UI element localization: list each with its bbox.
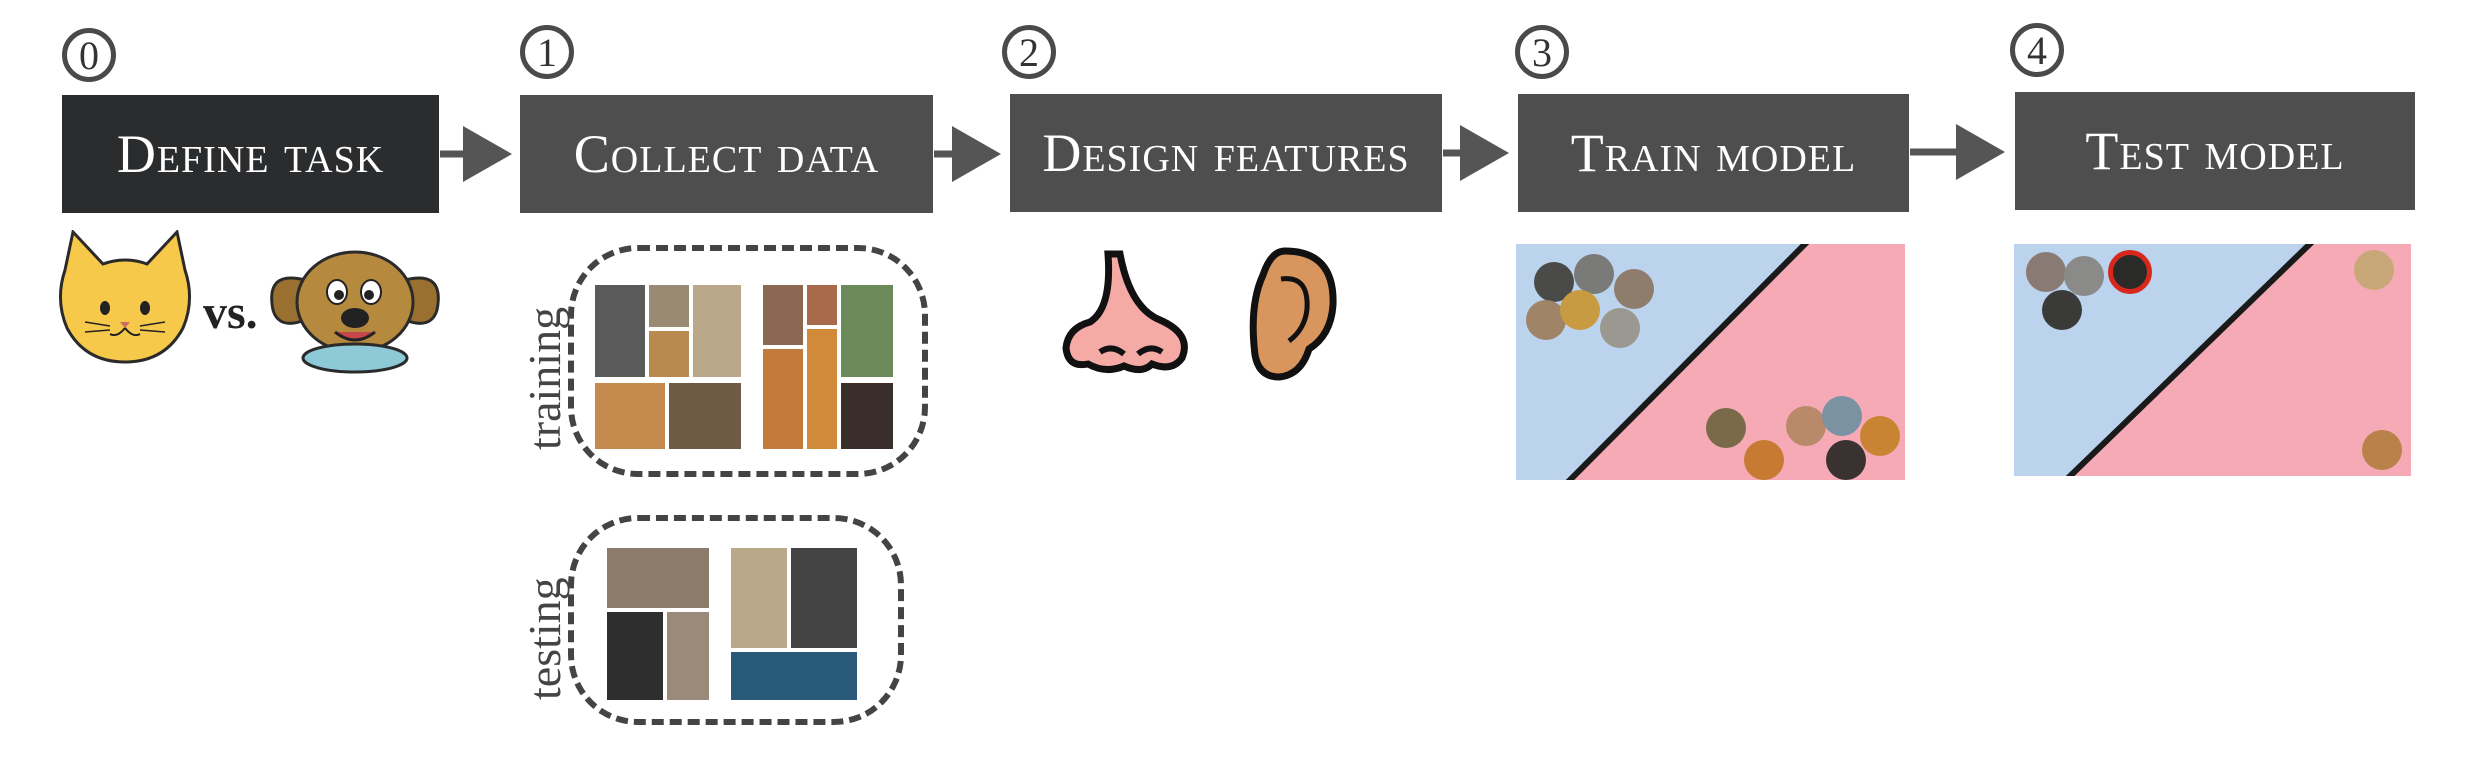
stage-label: Train model bbox=[1570, 123, 1857, 183]
cat-sample bbox=[1600, 308, 1640, 348]
dog-icon bbox=[270, 250, 440, 374]
decision-boundary bbox=[2065, 244, 2315, 476]
stage-train-model: Train model bbox=[1518, 94, 1909, 212]
cat-icon bbox=[59, 230, 191, 364]
stage-test-model: Test model bbox=[2015, 92, 2415, 210]
testing-photos bbox=[607, 548, 857, 700]
test-model-panel bbox=[2014, 244, 2411, 476]
testing-set-outline bbox=[568, 515, 904, 725]
ear-icon bbox=[1249, 247, 1337, 381]
step-number-2: 2 bbox=[1002, 25, 1056, 79]
cat-sample bbox=[1526, 300, 1566, 340]
cat-sample bbox=[1614, 269, 1654, 309]
stage-label: Design features bbox=[1042, 123, 1410, 183]
stage-label: Collect data bbox=[573, 124, 880, 184]
dog-sample bbox=[1744, 440, 1784, 480]
training-photos bbox=[595, 285, 893, 449]
dog-sample bbox=[1706, 408, 1746, 448]
stage-label: Test model bbox=[2085, 121, 2345, 181]
train-model-panel bbox=[1516, 244, 1905, 480]
dog-sample bbox=[1826, 440, 1866, 480]
stage-collect-data: Collect data bbox=[520, 95, 933, 213]
cat-region bbox=[2014, 244, 2314, 476]
test-cat-sample bbox=[2026, 252, 2066, 292]
cat-sample bbox=[1574, 254, 1614, 294]
step-number-4: 4 bbox=[2010, 23, 2064, 77]
test-dog-sample bbox=[2354, 250, 2394, 290]
cat-sample bbox=[1560, 290, 1600, 330]
test-cat-sample bbox=[2064, 256, 2104, 296]
nose-icon bbox=[1062, 250, 1188, 373]
misclassified-dog-sample bbox=[2108, 250, 2152, 294]
dog-region bbox=[2066, 244, 2411, 476]
stage-design-features: Design features bbox=[1010, 94, 1442, 212]
test-dog-sample bbox=[2362, 430, 2402, 470]
stage-define-task: Define task bbox=[62, 95, 439, 213]
dog-sample bbox=[1786, 406, 1826, 446]
training-label: training bbox=[519, 306, 570, 450]
step-number-3: 3 bbox=[1515, 25, 1569, 79]
dog-sample bbox=[1822, 396, 1862, 436]
test-cat-sample bbox=[2042, 290, 2082, 330]
dog-sample bbox=[1860, 416, 1900, 456]
training-set-outline bbox=[568, 245, 928, 477]
step-number-0: 0 bbox=[62, 28, 116, 82]
stage-label: Define task bbox=[116, 124, 385, 184]
testing-label: testing bbox=[519, 577, 570, 700]
vs-label: vs. bbox=[203, 286, 258, 339]
step-number-1: 1 bbox=[520, 25, 574, 79]
decision-boundary bbox=[1565, 244, 1810, 480]
